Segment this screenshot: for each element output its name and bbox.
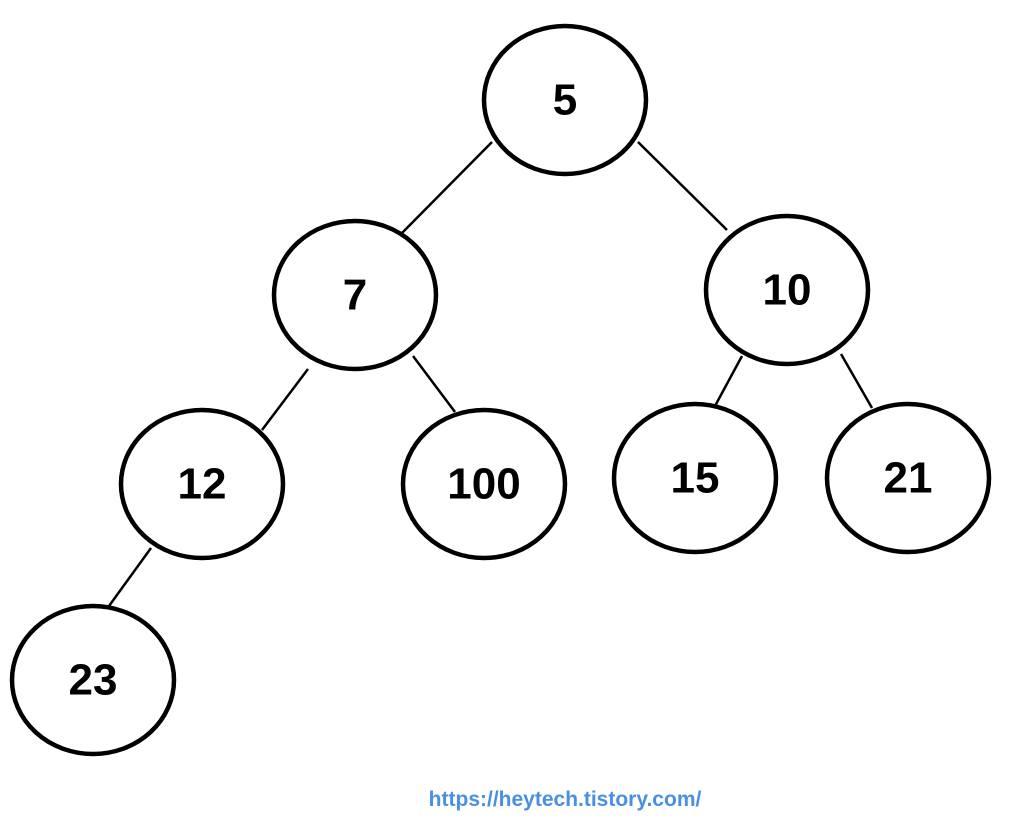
- tree-node: 23: [9, 603, 177, 757]
- node-label: 10: [763, 266, 812, 315]
- tree-node: 5: [481, 23, 649, 177]
- node-label: 12: [178, 460, 227, 509]
- node-label: 15: [671, 454, 720, 503]
- tree-node: 12: [118, 407, 286, 561]
- node-label: 100: [447, 460, 520, 509]
- edge-12-23: [107, 547, 153, 607]
- edge-10-15: [713, 355, 744, 407]
- node-label: 7: [343, 271, 367, 320]
- tree-edges: [107, 141, 874, 607]
- watermark-url: https://heytech.tistory.com/: [428, 788, 702, 811]
- tree-node: 100: [400, 407, 568, 561]
- node-label: 23: [69, 656, 118, 705]
- tree-node: 15: [611, 401, 779, 555]
- edge-5-10: [637, 141, 728, 231]
- edge-5-7: [401, 141, 493, 234]
- tree-node: 7: [271, 218, 439, 372]
- node-label: 5: [553, 76, 577, 125]
- edge-7-12: [261, 368, 309, 431]
- edge-7-100: [412, 355, 456, 413]
- node-label: 21: [884, 454, 933, 503]
- tree-node: 10: [703, 213, 871, 367]
- edge-10-21: [839, 353, 874, 409]
- tree-node: 21: [824, 401, 992, 555]
